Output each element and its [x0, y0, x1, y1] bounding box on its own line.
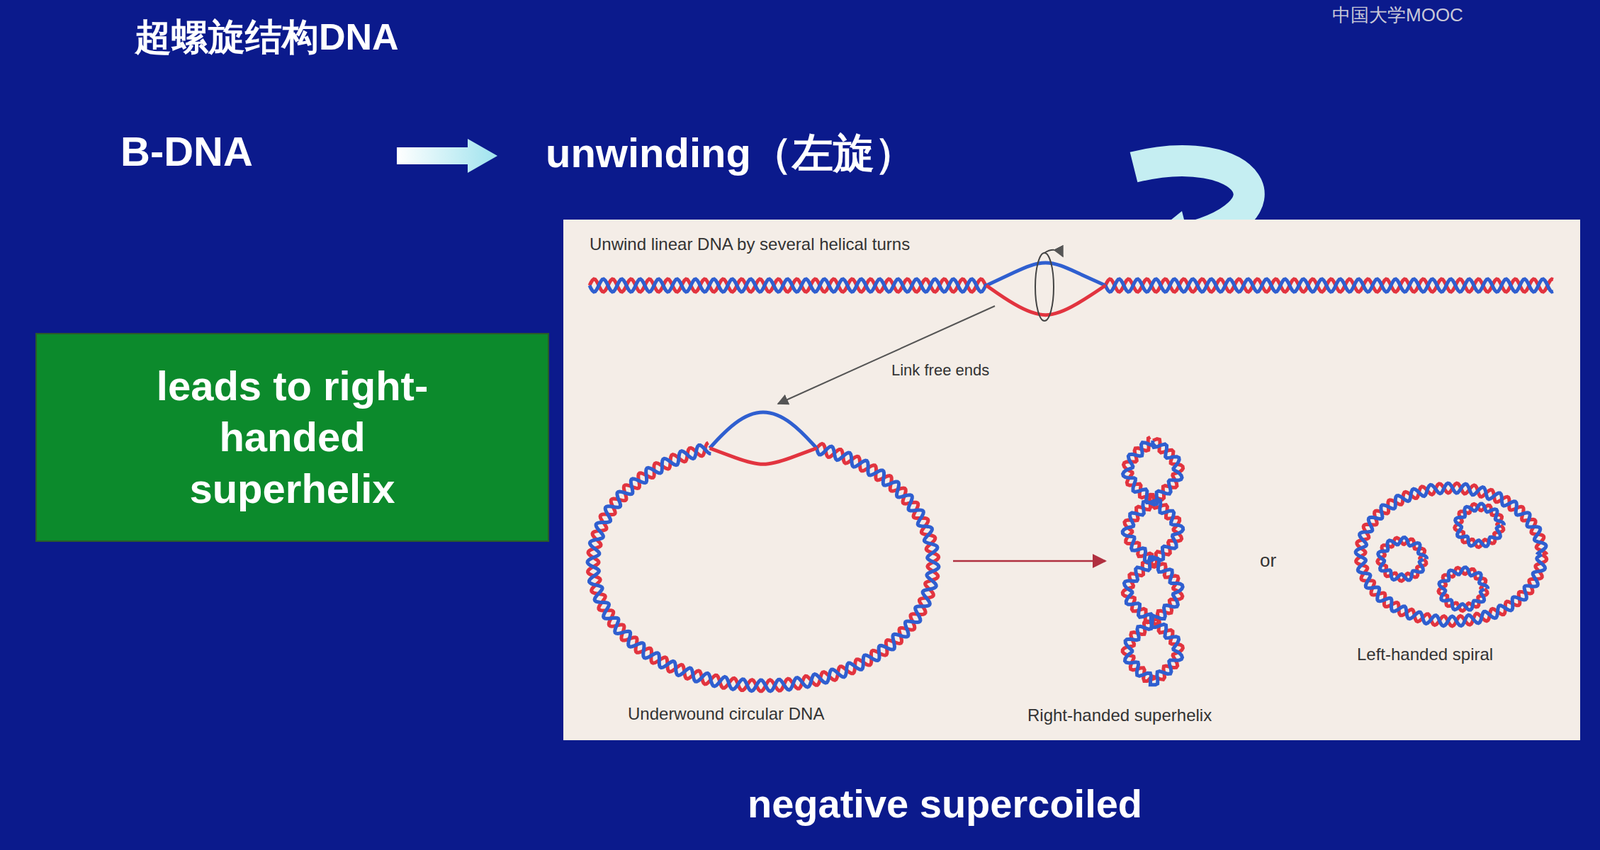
- transition-arrow: [953, 560, 1106, 563]
- slide-title: 超螺旋结构DNA: [134, 12, 399, 63]
- linear-dna-strand: [1105, 279, 1554, 292]
- unwound-strand: [986, 262, 1106, 286]
- caption: negative supercoiled: [747, 780, 1143, 827]
- figure-label: Link free ends: [891, 361, 990, 380]
- figure-label: or: [1259, 549, 1277, 572]
- unwound-strand: [710, 412, 818, 449]
- illustration-panel: [563, 219, 1581, 741]
- figure-label: Left-handed spiral: [1356, 644, 1494, 665]
- highlight-box: leads to right-handed superhelix: [35, 333, 550, 543]
- rotation-mark: [1035, 252, 1054, 321]
- term-label: unwinding（左旋）: [545, 126, 916, 182]
- watermark: 中国大学MOOC: [1332, 2, 1464, 28]
- spiral-loop-strand: [1455, 503, 1505, 547]
- block-arrow: [396, 138, 498, 173]
- spiral-loop-strand: [1438, 567, 1488, 611]
- spiral-loop-strand: [1454, 504, 1504, 548]
- term-label: B-DNA: [120, 127, 253, 176]
- spiral-loop-strand: [1377, 537, 1427, 582]
- circular-dna-strand: [587, 444, 939, 691]
- spiral-dna-strand: [1356, 483, 1547, 627]
- figure-label: Unwind linear DNA by several helical tur…: [589, 234, 910, 255]
- unwound-strand: [710, 448, 818, 465]
- circular-dna-strand: [588, 442, 939, 692]
- linear-dna-strand: [589, 279, 987, 292]
- linear-dna-strand: [1105, 279, 1554, 292]
- rotation-arrow: [1044, 250, 1063, 257]
- leader-arrow: [778, 306, 995, 404]
- unwound-strand: [986, 285, 1106, 316]
- figure-label: Underwound circular DNA: [627, 704, 825, 725]
- spiral-loop-strand: [1378, 537, 1428, 581]
- superhelix-strand: [1122, 440, 1183, 686]
- box-text: leads to right-handed superhelix: [122, 360, 463, 516]
- linear-dna-strand: [589, 279, 987, 292]
- figure-label: Right-handed superhelix: [1027, 705, 1212, 726]
- spiral-loop-strand: [1439, 567, 1489, 611]
- spiral-dna-strand: [1355, 483, 1547, 627]
